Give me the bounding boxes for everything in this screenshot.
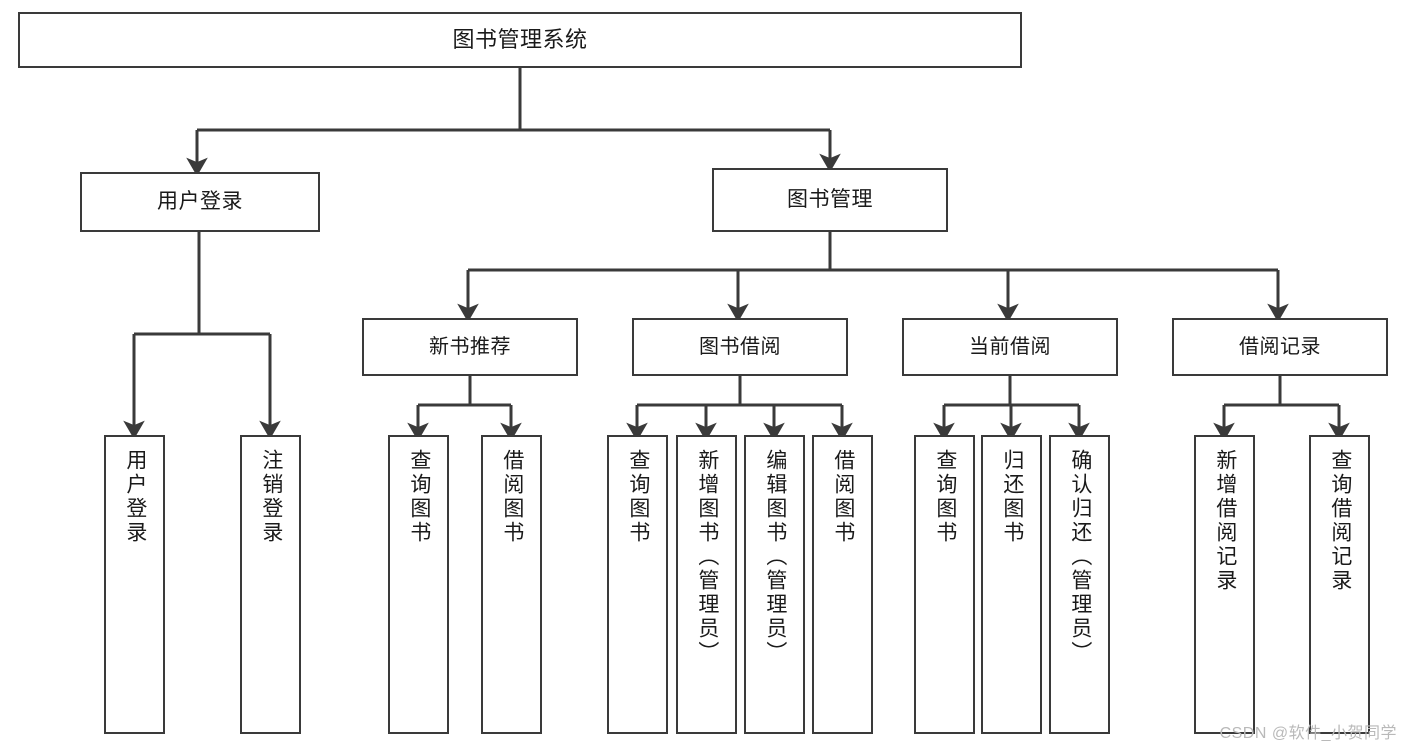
leaf-label: 新增图书（管理员） xyxy=(695,449,719,665)
node-label: 图书管理系统 xyxy=(452,26,588,52)
leaf-newbook-borrow-book[interactable]: 借阅图书 xyxy=(481,435,542,734)
leaf-label: 新增借阅记录 xyxy=(1213,449,1237,593)
leaf-label: 归还图书 xyxy=(1000,449,1024,545)
leaf-label: 注销登录 xyxy=(259,449,283,545)
leaf-user-login[interactable]: 用户登录 xyxy=(104,435,165,734)
leaf-currentborrow-query-book[interactable]: 查询图书 xyxy=(914,435,975,734)
leaf-label: 编辑图书（管理员） xyxy=(763,449,787,665)
node-label: 图书管理 xyxy=(787,188,873,212)
leaf-currentborrow-return-book[interactable]: 归还图书 xyxy=(981,435,1042,734)
leaf-bookborrow-edit-book-admin[interactable]: 编辑图书（管理员） xyxy=(744,435,805,734)
leaf-logout[interactable]: 注销登录 xyxy=(240,435,301,734)
leaf-borrowrecord-add-record[interactable]: 新增借阅记录 xyxy=(1194,435,1255,734)
node-book-management-system[interactable]: 图书管理系统 xyxy=(18,12,1022,68)
node-label: 图书借阅 xyxy=(699,336,781,358)
leaf-label: 确认归还（管理员） xyxy=(1068,449,1092,665)
node-new-book-recommend[interactable]: 新书推荐 xyxy=(362,318,578,376)
leaf-label: 查询图书 xyxy=(933,449,957,545)
node-label: 用户登录 xyxy=(157,190,243,214)
leaf-bookborrow-borrow-book[interactable]: 借阅图书 xyxy=(812,435,873,734)
leaf-newbook-query-book[interactable]: 查询图书 xyxy=(388,435,449,734)
node-book-management[interactable]: 图书管理 xyxy=(712,168,948,232)
leaf-label: 借阅图书 xyxy=(500,449,524,545)
leaf-label: 用户登录 xyxy=(123,449,147,545)
node-current-borrow[interactable]: 当前借阅 xyxy=(902,318,1118,376)
node-label: 借阅记录 xyxy=(1239,336,1321,358)
leaf-label: 查询图书 xyxy=(407,449,431,545)
leaf-borrowrecord-query-record[interactable]: 查询借阅记录 xyxy=(1309,435,1370,734)
leaf-label: 借阅图书 xyxy=(831,449,855,545)
leaf-label: 查询图书 xyxy=(626,449,650,545)
node-user-login[interactable]: 用户登录 xyxy=(80,172,320,232)
node-book-borrow[interactable]: 图书借阅 xyxy=(632,318,848,376)
node-label: 新书推荐 xyxy=(429,336,511,358)
leaf-bookborrow-add-book-admin[interactable]: 新增图书（管理员） xyxy=(676,435,737,734)
node-label: 当前借阅 xyxy=(969,336,1051,358)
leaf-label: 查询借阅记录 xyxy=(1328,449,1352,593)
leaf-currentborrow-confirm-return-admin[interactable]: 确认归还（管理员） xyxy=(1049,435,1110,734)
node-borrow-record[interactable]: 借阅记录 xyxy=(1172,318,1388,376)
leaf-bookborrow-query-book[interactable]: 查询图书 xyxy=(607,435,668,734)
